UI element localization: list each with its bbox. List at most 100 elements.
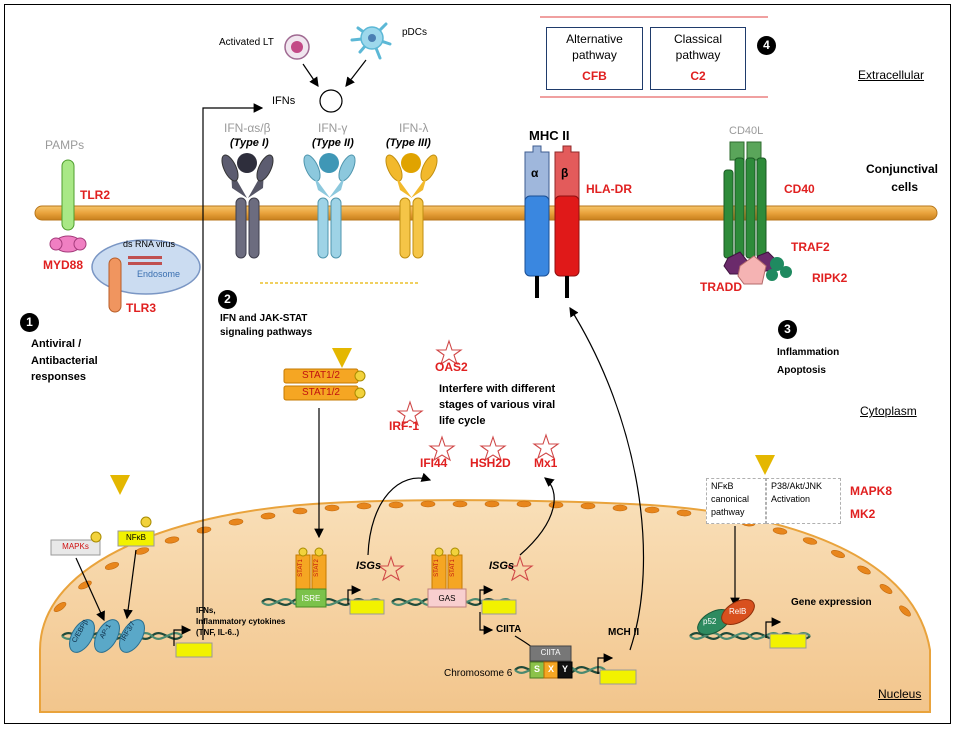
step-3-badge: 3: [778, 320, 797, 339]
step-1-badge: 1: [20, 313, 39, 332]
tlr3-label: TLR3: [126, 301, 156, 315]
conjunctival-label: Conjunctival: [865, 162, 938, 176]
ifn-type2-sub: (Type II): [312, 137, 354, 149]
nfkb-to-dna-arrow: [123, 549, 137, 620]
p38-line1: P38/Akt/JNK: [771, 481, 823, 491]
p38-box: [766, 478, 841, 524]
ifn-circle: [319, 89, 343, 113]
stat2-isre-label: STAT2: [313, 559, 320, 577]
promoter-arrow-right: [765, 617, 782, 638]
ifn-type3-name: IFN-λ: [399, 121, 429, 135]
ciita-arrow: [479, 612, 494, 635]
stat-isre-complex: [295, 547, 327, 608]
interfere-line2: stages of various viral: [439, 399, 556, 411]
isre-label: ISRE: [301, 594, 321, 603]
mhc-alpha-label: α: [531, 166, 539, 180]
pathway1-line1: Antiviral /: [31, 338, 82, 350]
cell-membrane: [34, 205, 938, 221]
interfere-line3: life cycle: [439, 415, 486, 427]
cfb-gene: CFB: [582, 69, 607, 83]
figure-frame: [4, 4, 951, 724]
gene-box-gas: [481, 599, 517, 615]
output-line2: Inflammatory cytokines: [196, 617, 286, 626]
mk2-label: MK2: [850, 507, 876, 521]
ripk2-label: RIPK2: [812, 271, 848, 285]
classical-pathway-label2: pathway: [675, 48, 721, 62]
stat12-a: STAT1/2: [302, 370, 340, 381]
isgs-label-a: ISGs: [356, 560, 382, 572]
tlr2-receptor: [49, 159, 87, 253]
sxy-box: [529, 661, 573, 679]
extracellular-label: Extracellular: [858, 68, 925, 82]
mch2-label: MCH II: [608, 627, 640, 638]
gene-box-right: [769, 633, 807, 649]
promoter-arrow-left: [173, 625, 192, 646]
nfkb-phosphate: [140, 516, 152, 528]
nucleus-label: Nucleus: [878, 687, 922, 701]
stat1-isre-label: STAT1: [297, 559, 304, 577]
relb-label: RelB: [729, 607, 747, 616]
endosome-label: Endosome: [137, 269, 181, 279]
pathway3-line1: Inflammation: [777, 347, 840, 358]
c2-gene: C2: [690, 69, 706, 83]
pdc-cell-icon: [350, 22, 392, 60]
gas-label: GAS: [438, 594, 456, 603]
isg-arrow-left: [367, 472, 432, 556]
ifn-type2-receptor: [303, 153, 356, 259]
mapk8-label: MAPK8: [850, 484, 893, 498]
s-box-label: S: [533, 664, 540, 674]
step-2-badge: 2: [218, 290, 237, 309]
mhc-upregulation-arrow: [569, 306, 645, 651]
isg-stars: [377, 339, 560, 582]
p38-line2: Activation: [771, 494, 811, 504]
hsh2d-label: HSH2D: [470, 456, 511, 470]
endosome: [91, 239, 201, 313]
gene-expression-label: Gene expression: [791, 597, 872, 608]
stat1-gas-label-a: STAT1: [433, 559, 440, 577]
ifn-type1-name: IFN-αs/β: [224, 121, 271, 135]
mhc-ii-title: MHC II: [529, 128, 570, 143]
ifn-type1-sub: (Type I): [230, 137, 269, 149]
promoter-arrow-gas: [479, 585, 494, 604]
ifn-type2-name: IFN-γ: [318, 121, 348, 135]
stat-gas-complex: [427, 547, 467, 608]
gene-box-left: [175, 642, 213, 658]
isgs-label-b: ISGs: [489, 560, 515, 572]
ifn-type3-sub: (Type III): [386, 137, 431, 149]
tlr2-label: TLR2: [80, 188, 110, 202]
classical-pathway-label1: Classical: [673, 32, 722, 46]
traf2-label: TRAF2: [791, 240, 830, 254]
pdc-to-ifn-arrow: [345, 59, 367, 87]
nfkb-canonical-line2: canonical: [711, 494, 750, 504]
ciita-box: [529, 645, 572, 662]
output-line3: (TNF, IL-6..): [196, 628, 240, 637]
ifns-label: IFNs: [272, 95, 296, 107]
ifn-feedback-arrow: [202, 103, 264, 640]
pathway2-line1: IFN and JAK-STAT: [220, 313, 308, 324]
pathway1-line3: responses: [31, 371, 87, 383]
ciita-box-label: CIITA: [540, 648, 561, 657]
promoter-arrow-mhc: [597, 653, 614, 674]
alternative-pathway-label1: Alternative: [566, 32, 623, 46]
pathway3-line2: Apoptosis: [777, 365, 826, 376]
dsrna-label: ds RNA virus: [123, 239, 176, 249]
nfkb-canonical-line3: pathway: [711, 507, 745, 517]
mhc-beta-label: β: [561, 166, 569, 180]
nfkb-canonical-box: [706, 478, 766, 524]
cd40-label: CD40: [784, 182, 815, 196]
stat1-gas-label-b: STAT1: [449, 559, 456, 577]
activated-lt-label: Activated LT: [219, 37, 274, 48]
interfere-line1: Interfere with different: [439, 383, 556, 395]
step-4-badge: 4: [757, 36, 776, 55]
gene-box-mhc: [599, 669, 637, 685]
isg-arrow-right: [519, 477, 555, 556]
hla-dr-label: HLA-DR: [586, 182, 632, 196]
mapks-phosphate: [90, 531, 102, 543]
pathway2-line2: signaling pathways: [220, 327, 313, 338]
mapks-to-dna-arrow: [75, 557, 105, 622]
stat-dimer: [283, 368, 366, 401]
transcription-factors-left: [69, 619, 145, 653]
mapks-box: [50, 539, 101, 556]
pdcs-label: pDCs: [402, 27, 428, 38]
